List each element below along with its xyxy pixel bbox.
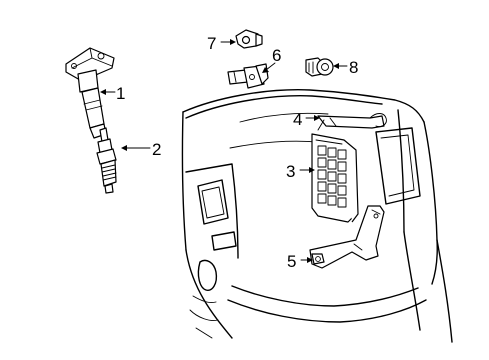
instrument-panel	[181, 89, 453, 343]
part-4-harness-bracket	[317, 113, 387, 131]
callout-2: 2	[152, 140, 161, 159]
callout-1: 1	[116, 84, 125, 103]
part-8-knock-sensor	[305, 57, 334, 77]
callout-8: 8	[349, 58, 358, 77]
leader-lines	[100, 39, 348, 263]
callout-4: 4	[293, 110, 302, 129]
part-5-mounting-bracket	[309, 205, 385, 269]
part-3-engine-control-module	[311, 133, 359, 223]
part-2-spark-plug	[96, 127, 117, 194]
callout-3: 3	[286, 162, 295, 181]
callout-5: 5	[287, 252, 296, 271]
part-7-sensor	[235, 29, 263, 49]
callout-7: 7	[207, 34, 216, 53]
callout-6: 6	[272, 46, 281, 65]
part-6-sensor	[227, 63, 269, 89]
part-1-ignition-coil	[65, 47, 115, 139]
